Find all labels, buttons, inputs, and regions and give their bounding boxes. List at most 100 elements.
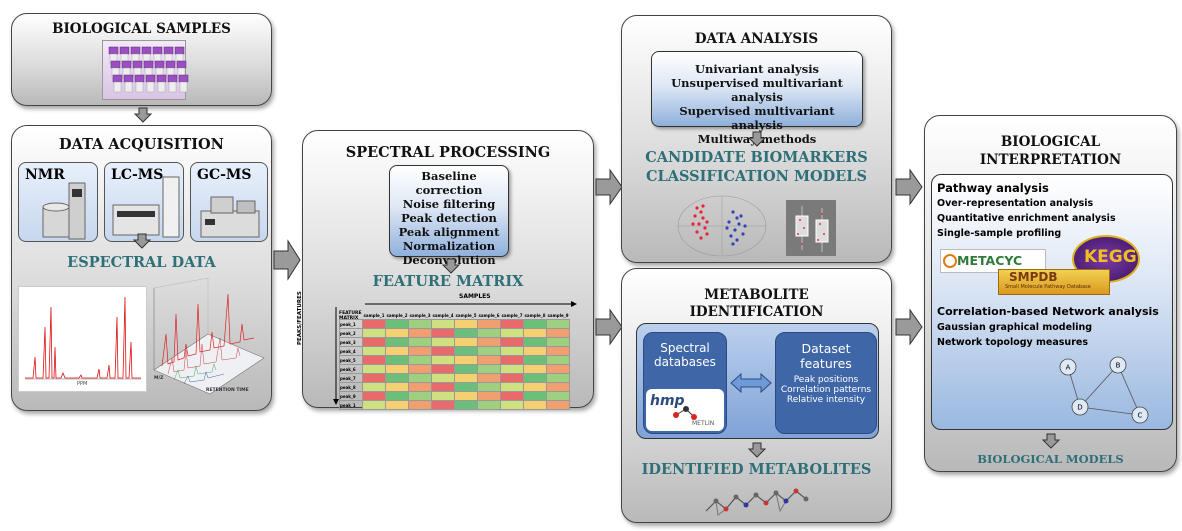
tube-cap <box>167 74 178 83</box>
matrix-cell <box>546 319 570 329</box>
matrix-cell <box>385 346 409 356</box>
tube-cap <box>156 74 167 83</box>
method-supervised: Supervised multivariant analysis <box>679 104 835 132</box>
matrix-cell <box>431 355 455 365</box>
matrix-cell <box>408 373 432 383</box>
tube-cap <box>130 46 141 55</box>
arrow-right-identification-to-interpretation <box>895 308 923 346</box>
scatter-point-red <box>695 206 699 210</box>
matrix-cell <box>500 400 524 410</box>
matrix-cell <box>431 364 455 374</box>
matrix-cell <box>523 328 547 338</box>
biological-models-label: BIOLOGICAL MODELS <box>977 452 1124 466</box>
interpretation-title-line2: INTERPRETATION <box>979 152 1122 168</box>
instrument-lc-ms: LC-MS <box>104 162 184 242</box>
matrix-cell <box>546 373 570 383</box>
scatter-point-red <box>693 214 697 218</box>
matrix-row-header: peak_1 <box>339 400 363 410</box>
network-item-2: Network topology measures <box>937 337 1088 348</box>
svg-text:B: B <box>1116 362 1121 370</box>
matrix-row-header: peak_5 <box>339 355 363 365</box>
matrix-cell <box>454 319 478 329</box>
matrix-cell <box>408 355 432 365</box>
matrix-cell <box>362 328 386 338</box>
matrix-cell <box>477 355 501 365</box>
pathway-analysis-heading: Pathway analysis <box>937 181 1049 195</box>
scatter-point-blue <box>727 220 731 224</box>
tube-cap <box>119 46 130 55</box>
matrix-cell <box>385 319 409 329</box>
tube-cap <box>132 60 143 69</box>
matrix-side-label: PEAKS/FEATURES <box>297 291 303 345</box>
tube-cap <box>121 60 132 69</box>
tube-cap <box>123 74 134 83</box>
matrix-column-header: sample_7 <box>501 312 523 318</box>
matrix-cell <box>431 382 455 392</box>
metlin-logo-text: METLIN <box>692 420 715 427</box>
matrix-cell <box>454 400 478 410</box>
network-node: C <box>1131 406 1149 424</box>
identification-panel: Spectral databases hmp METLIN Dataset fe… <box>636 323 879 439</box>
espectral-data-label: ESPECTRAL DATA <box>67 254 216 271</box>
arrow-right-to-analysis <box>595 168 623 206</box>
pathway-item-3: Single-sample profiling <box>937 228 1062 239</box>
matrix-cell <box>362 319 386 329</box>
matrix-cell <box>546 337 570 347</box>
boxplot-image <box>786 200 836 256</box>
network-graph: A B D C <box>1059 356 1149 424</box>
spectral-processing-title: SPECTRAL PROCESSING <box>345 144 551 161</box>
matrix-cell <box>523 382 547 392</box>
matrix-cell <box>431 328 455 338</box>
matrix-cell <box>477 319 501 329</box>
matrix-cell <box>477 337 501 347</box>
matrix-cell <box>523 373 547 383</box>
matrix-cell <box>523 355 547 365</box>
matrix-row: peak_6 <box>339 364 570 374</box>
scatter-point-red <box>697 222 701 226</box>
scatter-point-blue <box>729 234 733 238</box>
scatter-point-red <box>701 216 705 220</box>
matrix-cell <box>477 328 501 338</box>
matrix-cell <box>454 382 478 392</box>
matrix-row: peak_1 <box>339 400 570 410</box>
network-node: D <box>1071 398 1089 416</box>
matrix-row: peak_2 <box>339 328 570 338</box>
data-acquisition-box: DATA ACQUISITION NMR LC-MS GC-MS ESPECTR… <box>11 125 272 411</box>
feature-relative-intensity: Relative intensity <box>786 395 866 405</box>
network-node: A <box>1059 358 1077 376</box>
feature-correlation-patterns: Correlation patterns <box>780 385 872 395</box>
matrix-cell <box>500 382 524 392</box>
matrix-cell <box>454 364 478 374</box>
surface-axis-y-label: M/Z <box>154 376 164 381</box>
matrix-cell <box>500 355 524 365</box>
tube-cap <box>143 60 154 69</box>
matrix-corner-label: FEATURE MATRIX <box>339 311 362 321</box>
surface-chart <box>153 277 265 395</box>
tube-cap <box>108 46 119 55</box>
tube-body <box>113 81 122 93</box>
matrix-cell <box>546 355 570 365</box>
network-node: B <box>1109 356 1127 374</box>
classification-models-label: CLASSIFICATION MODELS <box>646 168 867 185</box>
matrix-row-header: peak_7 <box>339 373 363 383</box>
tube-cap <box>176 60 187 69</box>
biological-interpretation-box: BIOLOGICAL INTERPRETATION Pathway analys… <box>924 115 1177 472</box>
step-peak-detection: Peak detection <box>401 211 497 225</box>
scatter-point-red <box>699 236 703 240</box>
matrix-cell <box>362 337 386 347</box>
matrix-column-header: sample_6 <box>478 312 500 318</box>
analysis-methods-box: Univariant analysis Unsupervised multiva… <box>651 51 863 146</box>
tube-cap <box>154 60 165 69</box>
matrix-row-header: peak_6 <box>339 364 363 374</box>
arrow-down-interpretation <box>1041 433 1061 449</box>
lc-ms-surface-plot: RETENTION TIME M/Z <box>144 274 268 398</box>
scatter-point-blue <box>743 224 747 228</box>
peaks-axis-arrow <box>333 307 339 405</box>
matrix-column-header: sample_1 <box>363 312 385 318</box>
metacyc-swirl-icon <box>943 254 957 268</box>
feature-matrix-label: FEATURE MATRIX <box>372 273 524 290</box>
matrix-cell <box>454 346 478 356</box>
tube-cap <box>145 74 156 83</box>
matrix-column-header: sample_5 <box>455 312 477 318</box>
matrix-row: peak_5 <box>339 355 570 365</box>
